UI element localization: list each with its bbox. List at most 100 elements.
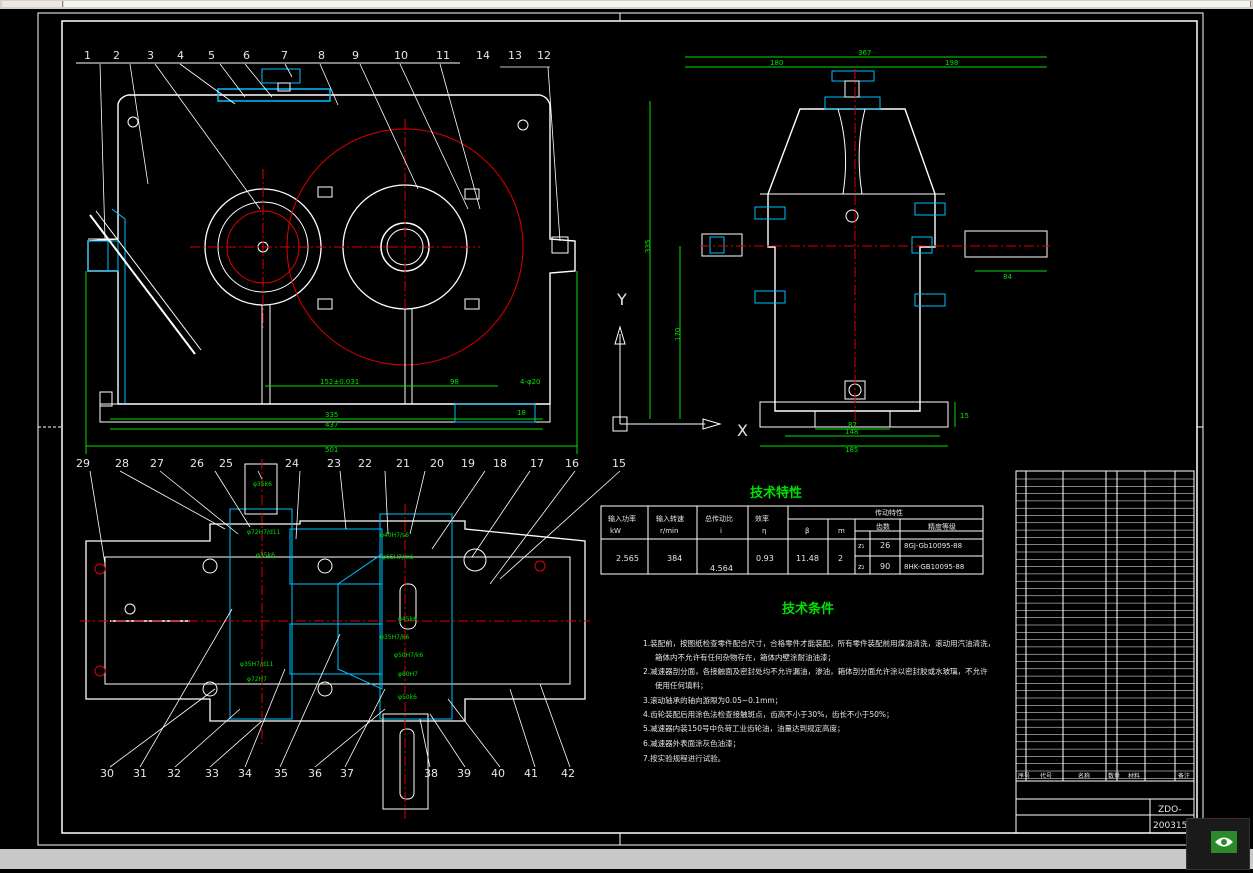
hdr-beta: β — [805, 527, 809, 535]
bolt-hole — [463, 548, 487, 572]
input-key — [709, 236, 725, 254]
bom-header-label: 名称 — [1078, 772, 1090, 780]
dipstick — [89, 214, 196, 355]
fit-label: φ35H7/k6 — [380, 634, 409, 641]
bom-header-label: 序号 — [1018, 772, 1030, 780]
dim-label: 15 — [960, 412, 969, 420]
output-shaft — [964, 230, 1048, 258]
base-foot — [454, 403, 536, 423]
callout-number: 40 — [491, 767, 505, 780]
callout-number: 16 — [565, 457, 579, 470]
bearing-cap — [754, 290, 786, 304]
requirements-list: 1.装配前，按图纸检查零件配合尺寸，合格零件才能装配，所有零件装配前用煤油清洗，… — [643, 638, 995, 763]
requirement-line: 使用任何填料； — [655, 680, 708, 690]
bom-header-label: 备注 — [1178, 772, 1190, 780]
fit-label: φ80H7 — [398, 671, 418, 678]
inspection-cover — [217, 88, 331, 102]
title-block: 序号代号名称数量材料备注 ZDO- 200315 — [1015, 470, 1195, 834]
dim-label: 98 — [450, 378, 459, 386]
hdr-grade: 精度等级 — [928, 522, 956, 531]
bolt-hole — [534, 560, 546, 572]
callout-number: 37 — [340, 767, 354, 780]
bearing-cap — [914, 202, 946, 216]
callout-number: 7 — [281, 49, 288, 62]
callout-number: 3 — [147, 49, 154, 62]
callout-number: 10 — [394, 49, 408, 62]
hatch — [88, 240, 109, 272]
keyway — [399, 728, 415, 800]
requirement-line: 4.齿轮装配后用涂色法检查接触斑点，齿高不小于30%，齿长不小于50%； — [643, 709, 894, 719]
bom-columns — [1025, 471, 1176, 781]
callout-number: 17 — [530, 457, 544, 470]
callout-number: 20 — [430, 457, 444, 470]
callout-number: 39 — [457, 767, 471, 780]
hdr-ratio-unit: i — [720, 527, 722, 535]
bolt-hole — [124, 603, 136, 615]
callout-number: 27 — [150, 457, 164, 470]
side-rib — [837, 108, 866, 195]
keyway — [399, 583, 417, 630]
callout-number: 28 — [115, 457, 129, 470]
spec-title: 技术特性 — [750, 485, 802, 501]
hdr-power: 输入功率 — [608, 514, 636, 523]
spec-table-grid — [601, 506, 983, 574]
bolt — [464, 298, 480, 310]
dim-label: 335 — [325, 411, 338, 419]
bom-header-label: 代号 — [1040, 772, 1052, 780]
val-z1: 26 — [880, 541, 890, 550]
ucs-icon: Y X — [612, 290, 748, 440]
callout-number: 13 — [508, 49, 522, 62]
fit-label: φ72H7/d11 — [247, 529, 281, 536]
callout-number: 34 — [238, 767, 252, 780]
drawing-date: 200315 — [1153, 821, 1187, 831]
bom-header-label: 数量 — [1108, 772, 1120, 780]
leader-lines — [99, 63, 561, 242]
callout-number: 24 — [285, 457, 299, 470]
front-dimensions — [85, 271, 578, 454]
output-bearing — [911, 236, 933, 254]
status-bar — [0, 849, 1253, 869]
axis-y-label: Y — [616, 290, 627, 309]
requirement-line: 箱体内不允许有任何杂物存在，箱体内壁涂耐油油漆； — [655, 652, 835, 662]
callout-number: 4 — [177, 49, 184, 62]
fit-label: φ35k6 — [253, 481, 272, 488]
val-power: 2.565 — [616, 554, 639, 563]
requirement-line: 5.减速器内装150号中负荷工业齿轮油，油量达到规定高度； — [643, 723, 844, 733]
bearing-ball — [317, 558, 333, 574]
callout-number: 9 — [352, 49, 359, 62]
callout-number: 5 — [208, 49, 215, 62]
callout-number: 8 — [318, 49, 325, 62]
callout-number: 29 — [76, 457, 90, 470]
hatch-edge — [111, 208, 126, 404]
fit-label: φ35H7/d11 — [240, 661, 274, 668]
input-shaft-end — [244, 463, 278, 515]
plan-leader-lines — [89, 470, 621, 768]
dim-label: 4-φ20 — [520, 378, 541, 386]
requirement-line: 7.按实验规程进行试验。 — [643, 753, 725, 763]
callout-number: 33 — [205, 767, 219, 780]
side-view: 367 180 198 335 170 84 15 87 148 185 — [644, 49, 1050, 454]
plan-inner — [104, 556, 571, 685]
plan-section-view: φ35k6φ72H7/d11φ35k6φ40H7/s6φ65H7/m6φ45k6… — [76, 457, 626, 819]
spec-table-border — [600, 505, 984, 575]
watermark-logo — [1186, 818, 1250, 870]
bolt-hole — [94, 665, 106, 677]
bom-rows — [1016, 478, 1194, 779]
output-shaft-section — [379, 513, 453, 720]
dim-label: 501 — [325, 446, 338, 454]
val-z2-grade: 8HK-GB10095-88 — [904, 563, 964, 571]
val-z2-label: z₂ — [858, 563, 865, 571]
gear-web — [337, 553, 383, 690]
requirement-line: 1.装配前，按图纸检查零件配合尺寸，合格零件才能装配，所有零件装配前用煤油清洗，… — [643, 638, 995, 648]
bolt — [464, 188, 480, 200]
title-cell — [1015, 798, 1195, 834]
side-cover — [824, 96, 881, 110]
housing-outline — [87, 94, 576, 405]
output-shaft-end — [382, 713, 429, 810]
side-housing — [767, 108, 936, 412]
hdr-mn: m — [838, 527, 845, 535]
